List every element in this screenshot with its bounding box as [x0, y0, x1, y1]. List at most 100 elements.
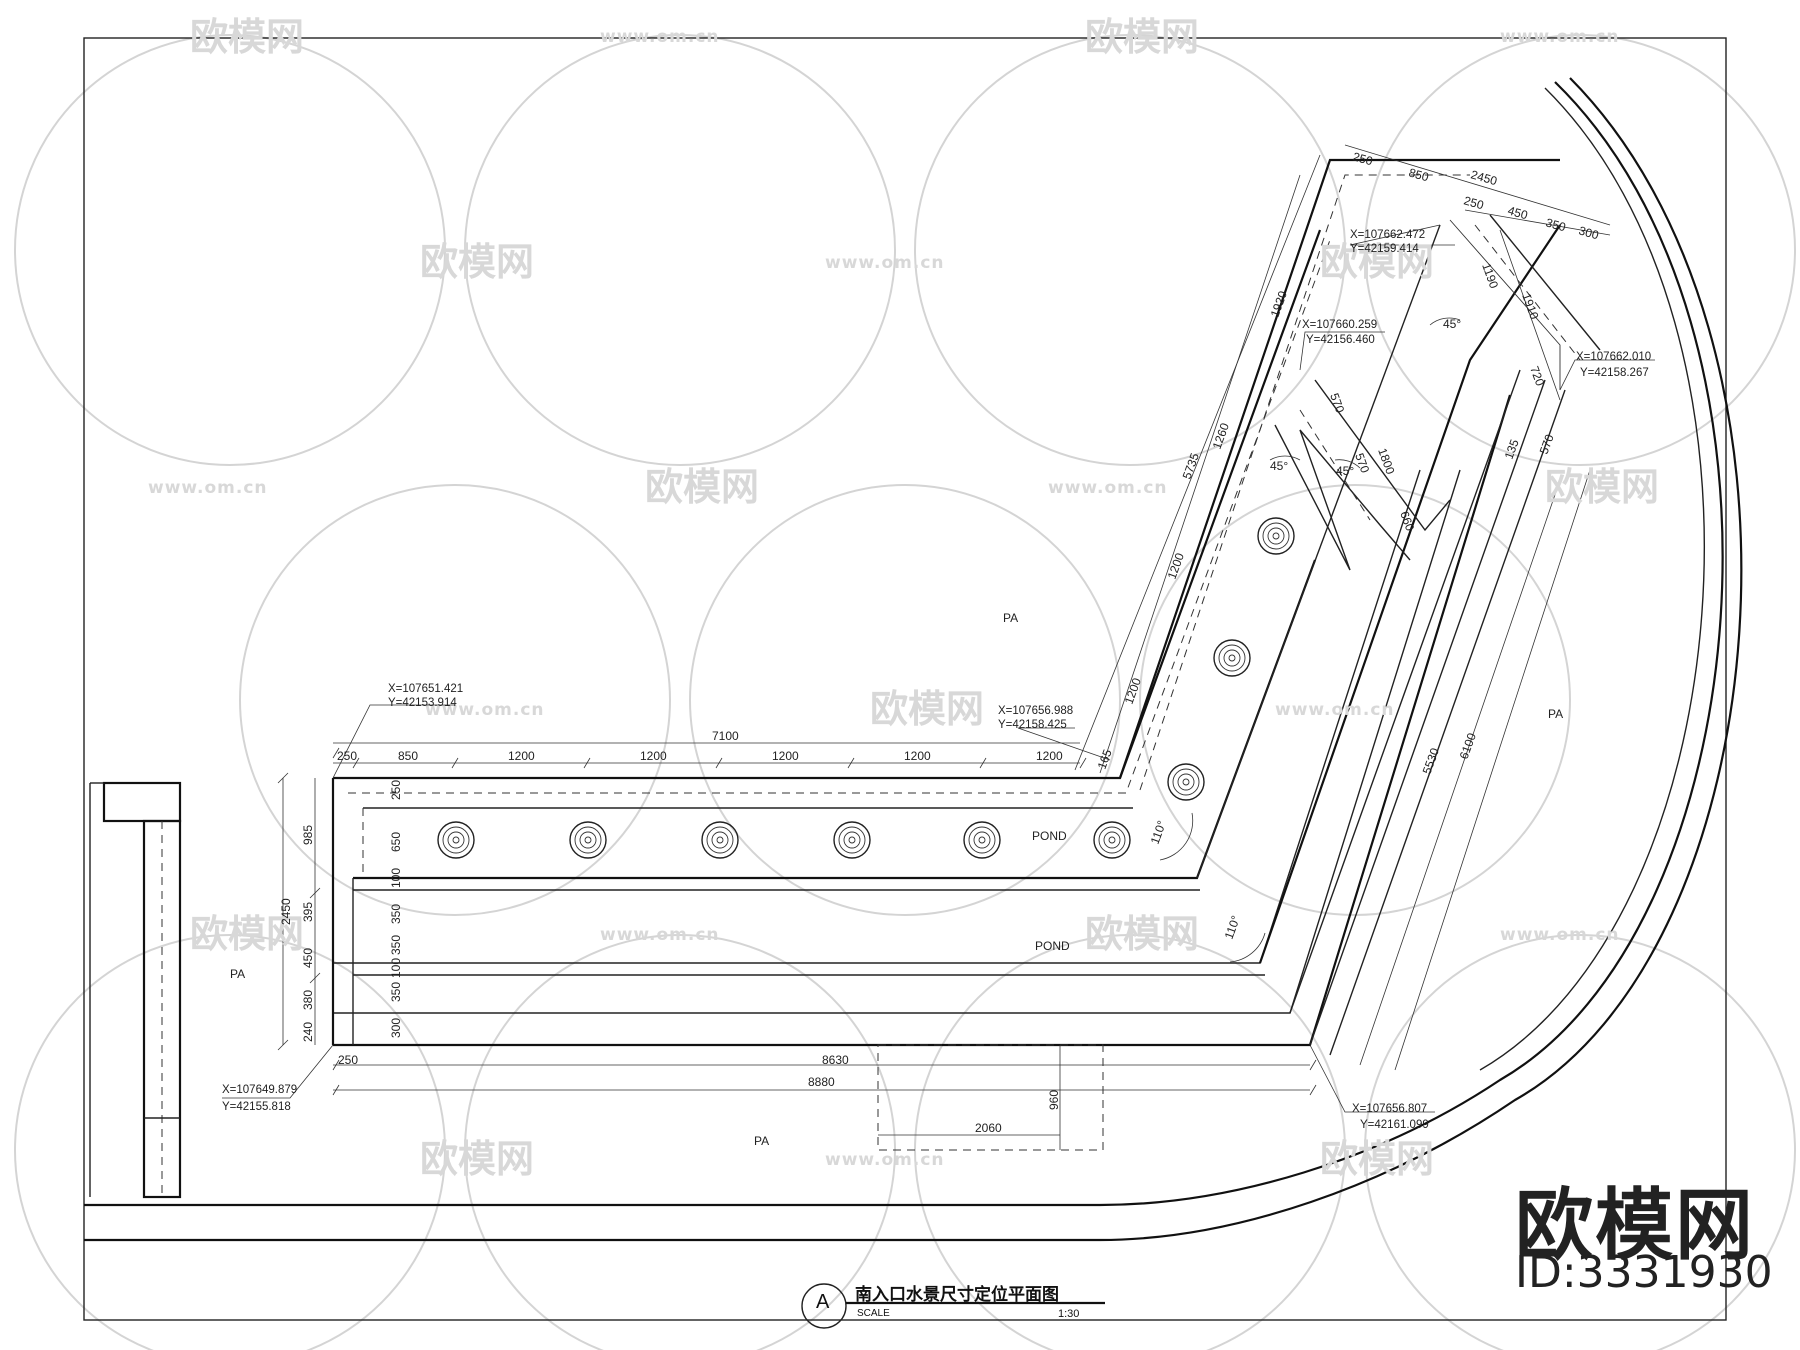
sheet-frame: [83, 37, 1727, 1321]
dim-left-395: 395: [301, 902, 315, 922]
watermark-brand-1: 欧模网: [190, 15, 304, 59]
pond-diagonal: [1118, 158, 1601, 1056]
watermark-url-3: www.om.cn: [825, 253, 945, 273]
dimension-lines: [282, 144, 1611, 1091]
curved-boundary-outer: [84, 81, 1724, 1207]
watermark-brand-2: 欧模网: [1085, 15, 1199, 59]
watermark-brand-8: 欧模网: [190, 912, 304, 956]
watermark-url-9: www.om.cn: [1500, 925, 1620, 945]
dim-bottom-8880: 8880: [808, 1075, 835, 1089]
coord-3-x: X=107649.879: [222, 1084, 297, 1096]
watermark-url-2: www.om.cn: [1500, 27, 1620, 47]
title-letter: A: [816, 1291, 830, 1313]
dim-bottom-250: 250: [338, 1053, 358, 1067]
dim-left-2450: 2450: [279, 898, 293, 925]
dim-bottom-8630: 8630: [822, 1053, 849, 1067]
dim-tr-450: 450: [1506, 203, 1529, 222]
coord-5-x: X=107662.472: [1350, 229, 1425, 241]
angle-45-a: 45°: [1270, 459, 1288, 473]
dim-diag-1920: 1920: [1268, 289, 1290, 319]
dim-tr-2450: 2450: [1469, 167, 1499, 188]
watermark-url-1: www.om.cn: [600, 27, 720, 47]
watermark-brand-6: 欧模网: [1545, 465, 1659, 509]
watermark-url-10: www.om.cn: [825, 1150, 945, 1170]
watermark-url-5: www.om.cn: [1048, 478, 1168, 498]
dim-tr-250a: 250: [1351, 149, 1374, 168]
dim-rv-720: 720: [1527, 364, 1547, 388]
dim-diag-165: 165: [1095, 747, 1115, 771]
area-label-pond-2: POND: [1035, 939, 1070, 953]
coord-1-x: X=107651.421: [388, 683, 463, 695]
coord-4-x: X=107656.807: [1352, 1103, 1427, 1115]
watermark-brand-10: 欧模网: [420, 1137, 534, 1181]
coord-7-x: X=107662.010: [1576, 351, 1651, 363]
dim-inner-660: 660: [1397, 509, 1417, 533]
dim-tr-850: 850: [1407, 165, 1430, 184]
angle-45-c: 45°: [1443, 317, 1461, 331]
watermark-brand-4: 欧模网: [1320, 240, 1434, 284]
watermark-brand-11: 欧模网: [1320, 1137, 1434, 1181]
dim-left-985: 985: [301, 825, 315, 845]
coord-7-y: Y=42158.267: [1580, 367, 1649, 379]
angle-110-b: 110°: [1222, 914, 1243, 941]
curved-boundary-inner: [84, 77, 1743, 1242]
dim-left-100b: 100: [389, 958, 403, 978]
dim-tr-250b: 250: [1462, 193, 1485, 212]
dim-rv-1190: 1190: [1479, 261, 1501, 290]
area-label-pa-bottom: PA: [754, 1134, 769, 1148]
dim-tr-350: 350: [1544, 215, 1567, 234]
coord-5-y: Y=42159.414: [1350, 243, 1419, 255]
fountain-jets: [437, 517, 1295, 859]
coord-1-y: Y=42153.914: [388, 697, 457, 709]
coord-2-x: X=107656.988: [998, 705, 1073, 717]
dim-inner-570a: 570: [1327, 391, 1347, 415]
coord-6-x: X=107660.259: [1302, 319, 1377, 331]
dim-left-650: 650: [389, 832, 403, 852]
watermark-url-6: www.om.cn: [425, 700, 545, 720]
coord-4-y: Y=42161.099: [1360, 1119, 1429, 1131]
area-label-pa-right: PA: [1548, 707, 1563, 721]
coord-3-y: Y=42155.818: [222, 1101, 291, 1113]
area-label-pond-1: POND: [1032, 829, 1067, 843]
dim-left-350a: 350: [389, 904, 403, 924]
left-wall: [89, 781, 182, 1199]
scale-value: 1:30: [1058, 1308, 1080, 1320]
dim-left-350c: 350: [389, 982, 403, 1002]
dim-right-6100: 6100: [1457, 731, 1479, 761]
title-circle: [801, 1283, 847, 1329]
dim-tr-300: 300: [1577, 223, 1600, 242]
area-label-pa-left: PA: [230, 967, 245, 981]
coordinate-leaders: [222, 224, 1655, 1113]
angle-110-a: 110°: [1148, 819, 1169, 846]
dim-rv-135: 135: [1502, 437, 1522, 461]
dimension-ticks: [277, 747, 1317, 1096]
dim-left-380: 380: [301, 990, 315, 1010]
dim-top-seg-5: 1200: [772, 749, 799, 763]
drawing-title: 南入口水景尺寸定位平面图: [855, 1285, 1059, 1305]
dim-top-seg-3: 1200: [508, 749, 535, 763]
dim-left-350b: 350: [389, 935, 403, 955]
pond-horizontal: [331, 229, 1512, 1047]
area-label-pa-top: PA: [1003, 611, 1018, 625]
dim-left-250: 250: [389, 780, 403, 800]
dim-top-seg-7: 1200: [1036, 749, 1063, 763]
left-vertical-dims: 985 2450 250 650 100 350 395 350 450 100…: [279, 780, 403, 1042]
watermark-brand-5: 欧模网: [645, 465, 759, 509]
dim-left-450: 450: [301, 948, 315, 968]
dim-rv-570: 570: [1537, 432, 1557, 456]
dim-top-seg-4: 1200: [640, 749, 667, 763]
watermark-brand-9: 欧模网: [1085, 912, 1199, 956]
watermark-texts: 欧模网 www.om.cn 欧模网 www.om.cn 欧模网 www.om.c…: [148, 15, 1659, 1181]
scale-label: SCALE: [857, 1308, 890, 1319]
dim-diag-1200a: 1200: [1165, 551, 1187, 581]
watermark-brand-7: 欧模网: [870, 687, 984, 731]
dim-bottom-2060: 2060: [975, 1121, 1002, 1135]
coord-6-y: Y=42156.460: [1306, 334, 1375, 346]
angle-45-b: 45°: [1336, 464, 1354, 478]
dim-diag-5735: 5735: [1180, 451, 1202, 481]
dim-bottom-960: 960: [1047, 1090, 1061, 1110]
watermark-url-8: www.om.cn: [600, 925, 720, 945]
dim-top-total: 7100: [712, 729, 739, 743]
dim-rv-1910: 1910: [1519, 291, 1541, 321]
